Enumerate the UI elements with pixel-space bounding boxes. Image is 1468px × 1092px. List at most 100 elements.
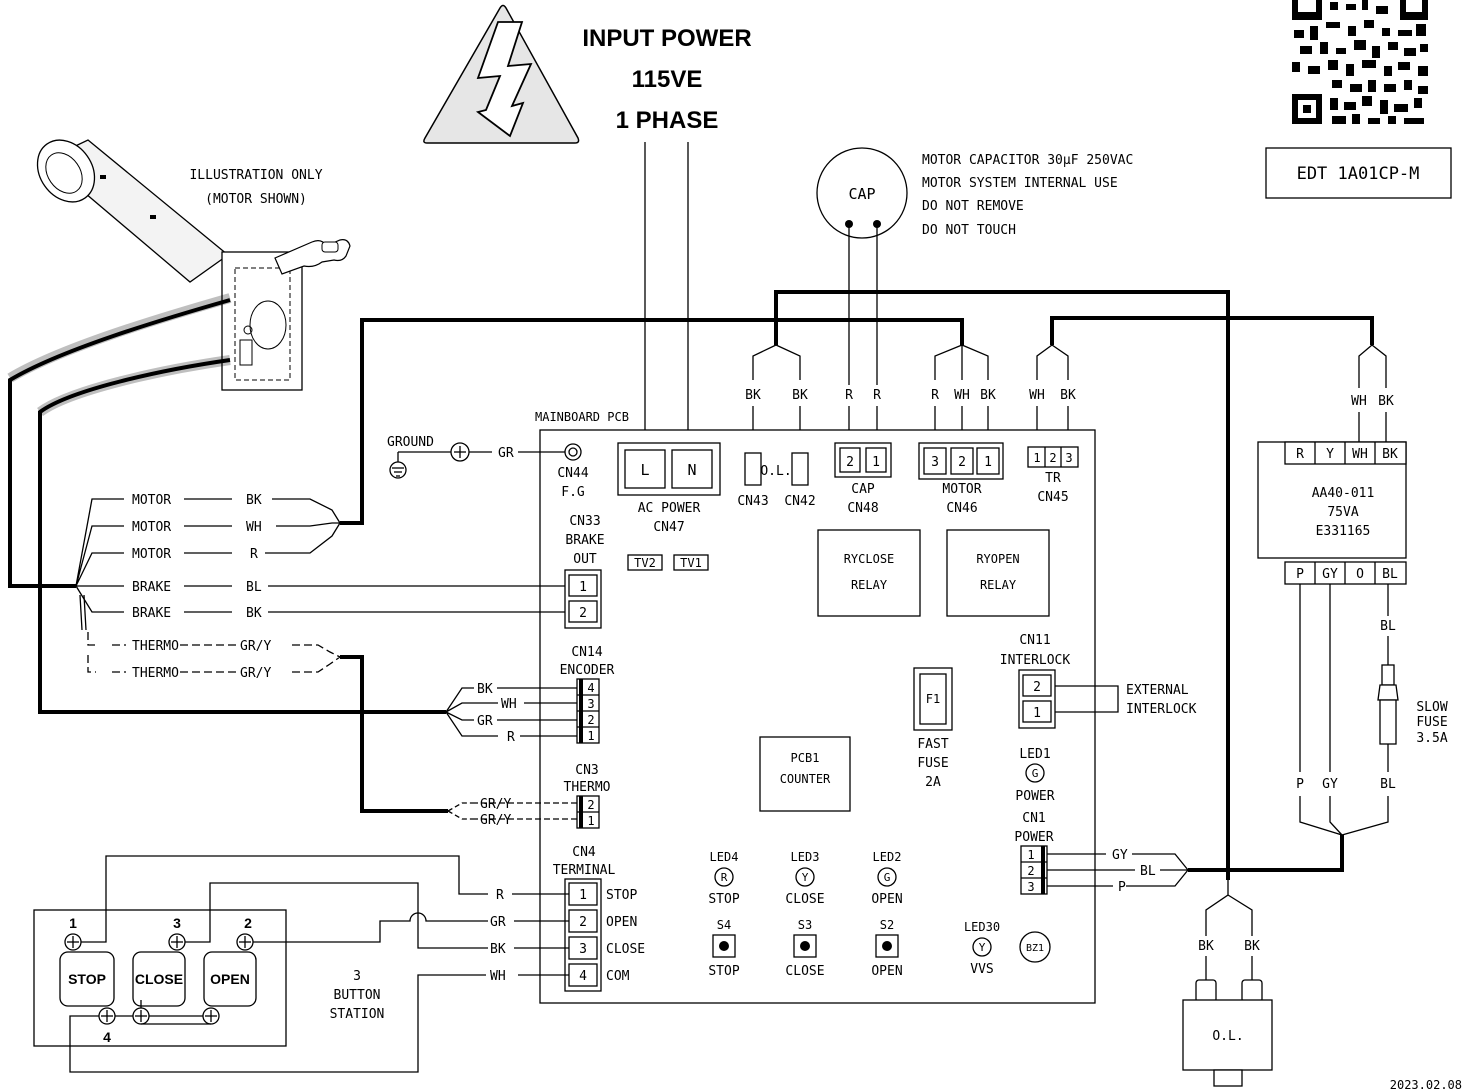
wire-label: THERMO	[132, 666, 179, 681]
transformer-va: 75VA	[1327, 505, 1358, 520]
interlock-label: INTERLOCK	[1000, 653, 1071, 668]
station-open-button[interactable]	[203, 951, 257, 1007]
station-open-label: OPEN	[210, 971, 250, 987]
s3-label: S3	[798, 918, 812, 932]
transformer-cable	[1050, 316, 1374, 345]
wire-label: P	[1118, 880, 1126, 895]
station-terminal-2: 2	[244, 915, 252, 931]
station-stop-button[interactable]	[59, 951, 115, 1007]
cn45-connector	[1027, 446, 1079, 468]
fast-label: FAST	[917, 737, 948, 752]
external-label: EXTERNAL	[1126, 683, 1189, 698]
wire-label: BK	[246, 606, 262, 621]
station-terminal-1: 1	[69, 915, 77, 931]
led1-color: G	[1032, 767, 1039, 780]
station-terminal-4: 4	[103, 1029, 111, 1045]
wire-label: P	[1296, 777, 1304, 792]
ac-power-label: AC POWER	[638, 501, 701, 516]
transformer-pin: R	[1296, 447, 1304, 462]
cn3-label: CN3	[575, 763, 598, 778]
power-title: INPUT POWER	[582, 25, 751, 52]
pcb1-label: PCB1	[791, 751, 820, 765]
wire-label: BK	[745, 388, 761, 403]
led4-color: R	[721, 871, 728, 884]
wire-label: BRAKE	[132, 580, 171, 595]
wire-label: R	[496, 888, 504, 903]
wire-label: WH	[246, 520, 262, 535]
fuse-label: FUSE	[917, 756, 948, 771]
wire-label: MOTOR	[132, 520, 171, 535]
wire-label: BK	[980, 388, 996, 403]
wire-label: R	[250, 547, 258, 562]
pin-label: 1	[579, 580, 587, 595]
pin-label: 4	[579, 969, 587, 984]
model-number: EDT 1A01CP-M	[1297, 164, 1420, 184]
ryopen-label: RYOPEN	[976, 552, 1019, 566]
s3-close-label: CLOSE	[785, 964, 824, 979]
external-interlock-label: INTERLOCK	[1126, 702, 1197, 717]
transformer-pin: BL	[1382, 567, 1398, 582]
buzzer-bz1	[1019, 931, 1051, 963]
wire-label: GR/Y	[480, 813, 511, 828]
station-close-button[interactable]	[132, 951, 186, 1007]
wire-label: BL	[246, 580, 262, 595]
wire-label: WH	[1351, 394, 1367, 409]
pcb-title: MAINBOARD PCB	[535, 410, 629, 424]
ground-label: GROUND	[387, 435, 434, 450]
led2-label: LED2	[873, 850, 902, 864]
fuse-rating: 2A	[925, 775, 941, 790]
wire-label: MOTOR	[132, 547, 171, 562]
wire-label: GR/Y	[240, 666, 271, 681]
transformer-cert: E331165	[1316, 524, 1371, 539]
motor-cable-2	[38, 358, 446, 714]
station-close-label: CLOSE	[135, 971, 183, 987]
capacitor-note-4: DO NOT TOUCH	[922, 223, 1016, 238]
transformer-part: AA40-011	[1312, 486, 1375, 501]
pin-label: 3	[1065, 451, 1072, 465]
counter-label: COUNTER	[780, 772, 831, 786]
wire-label: BK	[246, 493, 262, 508]
station-label-1: 3	[353, 969, 361, 984]
relay-label: RELAY	[980, 578, 1017, 592]
power-phase: 1 PHASE	[616, 107, 719, 134]
pin-label: 1	[872, 455, 880, 470]
pin-label: 3	[1027, 880, 1034, 894]
pin-label: 1	[587, 814, 594, 828]
motor-illustration	[36, 139, 351, 391]
thermo-label: THERMO	[564, 780, 611, 795]
cn4-label: CN4	[572, 845, 596, 860]
led3-color: Y	[802, 871, 809, 884]
led3-close-label: CLOSE	[785, 892, 824, 907]
s4-stop-label: STOP	[708, 964, 739, 979]
led3-label: LED3	[791, 850, 820, 864]
cn11-label: CN11	[1019, 633, 1050, 648]
wire-label: BL	[1140, 864, 1156, 879]
wire-label: BK	[1198, 939, 1214, 954]
cn44-label: CN44	[557, 466, 588, 481]
cn43-label: CN43	[737, 494, 768, 509]
pin-label: 1	[1027, 848, 1034, 862]
s2-label: S2	[880, 918, 894, 932]
led30-label: LED30	[964, 920, 1000, 934]
slow-fuse-icon	[1377, 664, 1399, 745]
pcb1-counter	[759, 736, 851, 812]
wire-label: BK	[1060, 388, 1076, 403]
led2-open-label: OPEN	[871, 892, 902, 907]
cn1-label: CN1	[1022, 811, 1045, 826]
illustration-note-1: ILLUSTRATION ONLY	[189, 168, 322, 183]
slow-label: SLOW	[1416, 700, 1447, 715]
encoder-label: ENCODER	[560, 663, 615, 678]
pin-label: 1	[1033, 706, 1041, 721]
tv2-label: TV2	[634, 556, 656, 570]
revision-date: 2023.02.08	[1390, 1078, 1462, 1092]
wire-label: GY	[1322, 777, 1338, 792]
wire-label: BK	[1378, 394, 1394, 409]
station-label-2: BUTTON	[334, 988, 381, 1003]
led30-color: Y	[979, 941, 986, 954]
led2-indicator	[877, 867, 897, 887]
high-voltage-warning-icon	[423, 4, 580, 144]
ground-wire-color: GR	[498, 446, 514, 461]
cn1-power-label: POWER	[1014, 830, 1053, 845]
